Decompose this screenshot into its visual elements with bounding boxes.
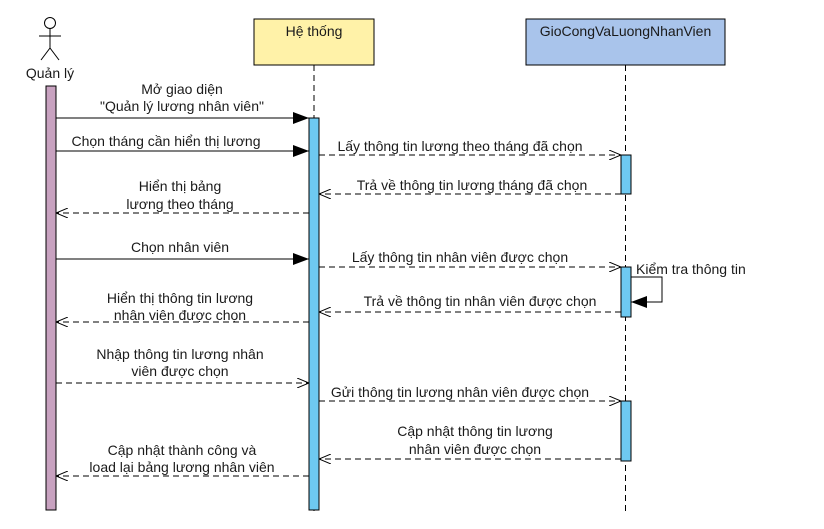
actor-head-icon [44,17,56,29]
message-label-line2: load lại bảng lương nhân viên [89,459,274,475]
message-show-salary-table: Hiển thị bảng lương theo tháng [56,178,309,213]
participant-store-box [525,18,726,66]
participant-system-label: Hệ thống [286,23,343,39]
message-label-line1: Cập nhật thông tin lương [397,423,553,439]
message-return-salary-by-month: Trả về thông tin lương tháng đã chọn [319,177,621,194]
message-label-line1: Nhập thông tin lương nhân [96,346,263,362]
actor-manager: Quản lý [26,17,74,81]
message-label-line2: viên được chọn [131,363,228,379]
message-label-line1: Cập nhật thành công và [108,442,257,458]
message-label-line1: Trả về thông tin lương tháng đã chọn [357,177,588,193]
message-label-line1: Chọn tháng cần hiển thị lương [71,133,260,149]
message-show-employee-salary: Hiển thị thông tin lương nhân viên được … [56,290,309,323]
message-label-line1: Gửi thông tin lương nhân viên được chọn [331,384,589,400]
message-label-line1: Chọn nhân viên [131,239,229,255]
activation-store-2 [620,266,632,318]
message-label-line1: Hiển thị thông tin lương [107,290,253,306]
message-open-ui: Mở giao diện "Quản lý lương nhân viên" [56,81,309,124]
message-check-info: Kiểm tra thông tin [631,261,746,308]
message-label-line1: Lấy thông tin nhân viên được chọn [352,249,568,265]
message-label-line2: "Quản lý lương nhân viên" [100,98,264,114]
participant-system-box [253,18,375,66]
activation-store-1 [620,154,632,195]
message-label-line2: lương theo tháng [126,196,233,212]
message-send-salary: Gửi thông tin lương nhân viên được chọn [319,384,621,401]
actor-manager-label: Quản lý [26,65,74,81]
message-return-employee-info: Trả về thông tin nhân viên được chọn [319,293,621,312]
message-get-employee-info: Lấy thông tin nhân viên được chọn [319,249,621,267]
message-label-line2: nhân viên được chọn [409,441,541,457]
message-choose-month: Chọn tháng cần hiển thị lương [56,133,309,157]
message-get-salary-by-month: Lấy thông tin lương theo tháng đã chọn [319,138,621,155]
message-choose-employee: Chọn nhân viên [56,239,309,265]
message-update-success: Cập nhật thành công và load lại bảng lươ… [56,442,309,476]
message-update-salary: Cập nhật thông tin lương nhân viên được … [319,423,621,459]
self-call-arrow [631,276,663,308]
message-label-line1: Hiển thị bảng [139,178,222,194]
message-label-line2: nhân viên được chọn [114,307,246,323]
activation-store-3 [620,400,632,462]
activation-system [308,117,320,511]
message-label-line1: Kiểm tra thông tin [636,261,746,277]
activation-manager [45,85,57,511]
message-label-line1: Mở giao diện [141,81,223,97]
message-label-line1: Lấy thông tin lương theo tháng đã chọn [337,138,582,154]
message-enter-salary: Nhập thông tin lương nhân viên được chọn [56,346,309,383]
participant-store-label: GioCongVaLuongNhanVien [540,23,712,39]
message-label-line1: Trả về thông tin nhân viên được chọn [364,293,597,309]
